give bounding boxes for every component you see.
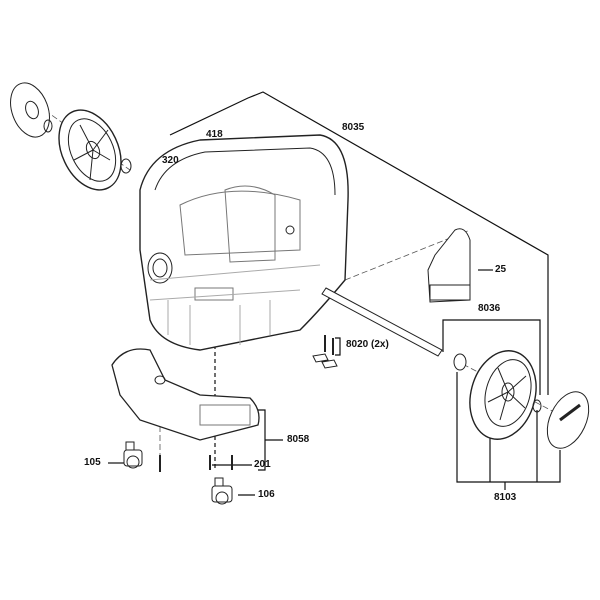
leader-8036 <box>442 319 541 395</box>
leader-8103 <box>456 372 561 483</box>
screws-8020 <box>312 335 338 369</box>
callout-25: 25 <box>495 264 507 275</box>
right-wheel <box>453 350 542 440</box>
leader-8035 <box>169 91 549 395</box>
left-wheel <box>58 109 132 191</box>
callout-8020: 8020 (2x) <box>346 339 389 350</box>
container-bucket <box>139 134 349 351</box>
callout-106: 106 <box>258 489 275 500</box>
callout-8035: 8035 <box>342 122 365 133</box>
callout-8103: 8103 <box>494 492 517 503</box>
screws-201 <box>159 455 233 472</box>
handle-part-25 <box>427 228 471 303</box>
left-hub-cap <box>10 82 53 138</box>
callout-8036: 8036 <box>478 303 501 314</box>
callout-418: 418 <box>206 129 223 140</box>
leader-8020 <box>335 337 341 356</box>
callout-201: 201 <box>254 459 271 470</box>
right-hub-cap <box>546 391 590 449</box>
callout-105: 105 <box>84 457 101 468</box>
axle <box>321 287 443 357</box>
caster-106 <box>211 477 233 505</box>
callout-8058: 8058 <box>287 434 310 445</box>
caster-105 <box>123 441 143 469</box>
callout-320: 320 <box>162 155 179 166</box>
bumper-8058 <box>111 348 260 441</box>
